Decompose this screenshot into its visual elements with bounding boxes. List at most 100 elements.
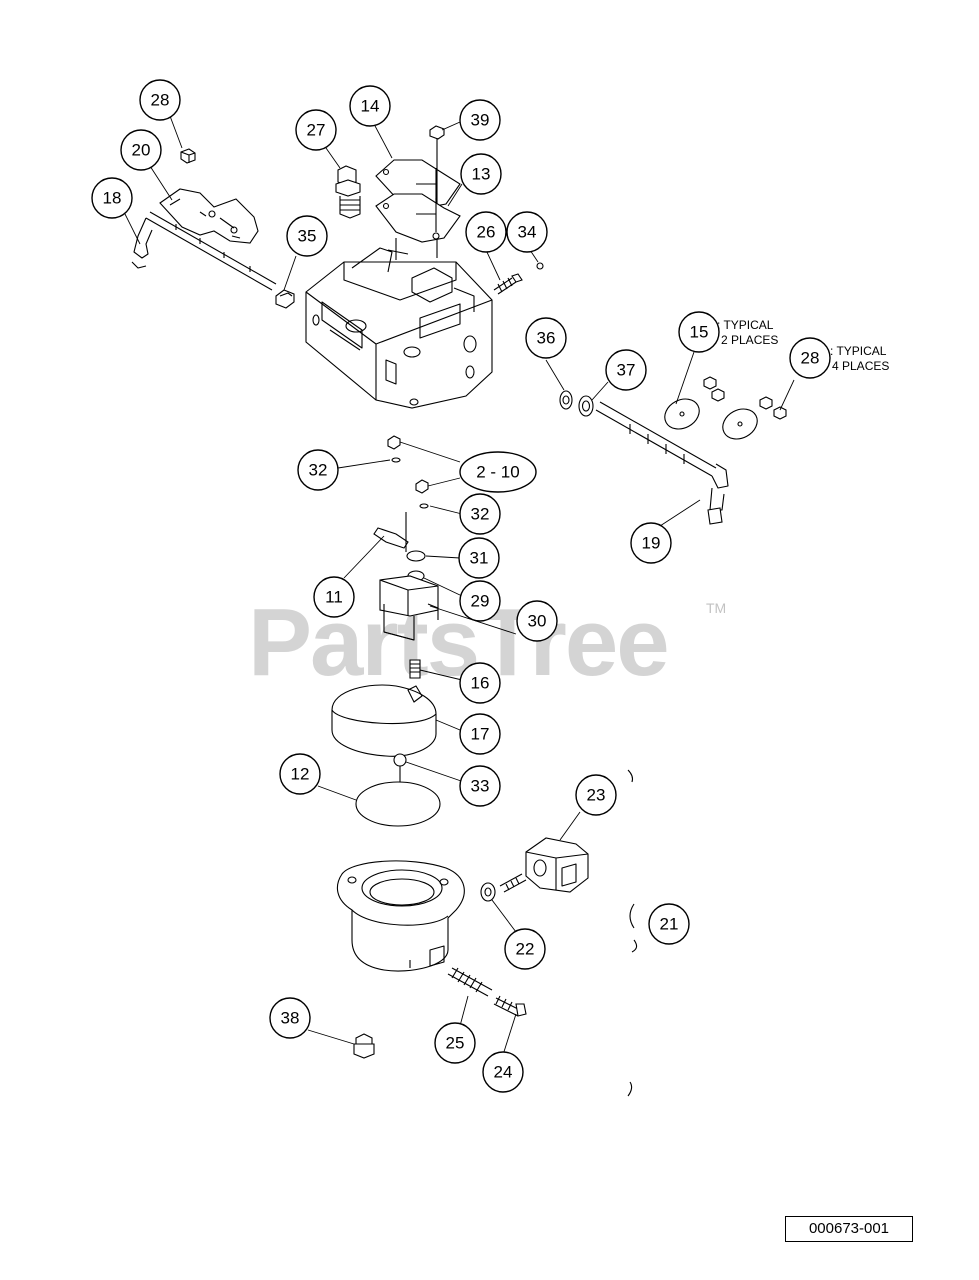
callout-label: 13	[472, 165, 491, 184]
callout-label: 26	[477, 223, 496, 242]
callout-36: 36	[525, 317, 567, 359]
callout-18: 18	[91, 177, 133, 219]
callout-label: 35	[298, 227, 317, 246]
drawing-reference-number: 000673-001	[785, 1216, 913, 1242]
callout-label: 14	[361, 97, 380, 116]
part-seal-37	[578, 395, 594, 417]
callout-21: 21	[648, 903, 690, 945]
part-idle-screw-25	[447, 967, 493, 997]
callout-2-10: 2 - 10	[459, 451, 537, 493]
callout-label: 12	[291, 765, 310, 784]
note-15-line1: : TYPICAL	[717, 318, 774, 332]
part-screw-28-top	[180, 148, 196, 164]
part-bolt-38	[353, 1033, 375, 1059]
callout-label: 38	[281, 1009, 300, 1028]
callout-label: 28	[801, 349, 820, 368]
callout-11: 11	[313, 576, 355, 618]
callout-39: 39	[459, 99, 501, 141]
callout-25: 25	[434, 1022, 476, 1064]
callout-label: 2 - 10	[476, 463, 519, 482]
callout-label: 19	[642, 534, 661, 553]
callout-35: 35	[286, 215, 328, 257]
callout-23: 23	[575, 774, 617, 816]
callout-13: 13	[460, 153, 502, 195]
part-float-bowl-17	[331, 684, 437, 757]
callout-19: 19	[630, 522, 672, 564]
callout-16: 16	[459, 662, 501, 704]
callout-label: 37	[617, 361, 636, 380]
group-bracket-21	[627, 769, 638, 1097]
callout-label: 31	[470, 549, 489, 568]
callout-28-right: 28	[789, 337, 831, 379]
part-needle-31	[406, 550, 426, 562]
part-float-30	[379, 575, 439, 641]
part-washer-36	[559, 390, 573, 410]
callout-label: 16	[471, 674, 490, 693]
callout-14: 14	[349, 85, 391, 127]
callout-label: 15	[690, 323, 709, 342]
callout-38: 38	[269, 997, 311, 1039]
callout-27: 27	[295, 109, 337, 151]
callout-label: 32	[471, 505, 490, 524]
part-gasket-13	[375, 193, 461, 243]
note-15-line2: 2 PLACES	[721, 333, 778, 347]
callout-label: 29	[471, 592, 490, 611]
part-screw-26	[493, 273, 523, 295]
callout-12: 12	[279, 753, 321, 795]
part-choke-shaft-19	[595, 401, 729, 525]
callout-label: 27	[307, 121, 326, 140]
part-throttle-shaft-18	[131, 211, 277, 291]
part-oring-32	[391, 457, 429, 509]
callout-label: 23	[587, 786, 606, 805]
callout-label: 21	[660, 915, 679, 934]
callout-34: 34	[506, 211, 548, 253]
part-float-pin-11	[373, 512, 409, 552]
note-28-line2: 4 PLACES	[832, 359, 889, 373]
part-solenoid-23	[499, 837, 589, 893]
part-fitting-27	[335, 165, 361, 219]
part-throttle-plate-20	[159, 188, 259, 244]
part-jet-16	[409, 659, 421, 679]
part-seal-35	[275, 289, 295, 309]
callout-label: 34	[518, 223, 537, 242]
callout-label: 24	[494, 1063, 513, 1082]
part-gasket-22	[480, 882, 496, 902]
callout-32-right: 32	[459, 493, 501, 535]
callout-24: 24	[482, 1051, 524, 1093]
part-choke-plate-15	[664, 398, 758, 440]
callout-label: 33	[471, 777, 490, 796]
callout-31: 31	[458, 537, 500, 579]
part-adapter-21	[336, 860, 465, 972]
callout-17: 17	[459, 713, 501, 755]
callout-26: 26	[465, 211, 507, 253]
callout-label: 11	[325, 588, 343, 607]
part-washer-34	[536, 262, 544, 270]
callout-37: 37	[605, 349, 647, 391]
callout-label: 17	[471, 725, 490, 744]
callout-label: 18	[103, 189, 122, 208]
callout-30: 30	[516, 600, 558, 642]
callout-32-left: 32	[297, 449, 339, 491]
callout-33: 33	[459, 765, 501, 807]
callout-label: 20	[132, 141, 151, 160]
callout-28-top: 28	[139, 79, 181, 121]
callout-label: 36	[537, 329, 556, 348]
leader-lines	[123, 115, 795, 1059]
note-28-line1: : TYPICAL	[830, 344, 887, 358]
callout-label: 22	[516, 940, 535, 959]
part-screw-24	[493, 995, 527, 1017]
callout-label: 28	[151, 91, 170, 110]
callout-20: 20	[120, 129, 162, 171]
callout-label: 32	[309, 461, 328, 480]
part-carburetor-body	[305, 238, 493, 409]
trademark-mark: TM	[706, 600, 727, 616]
callout-label: 30	[528, 612, 547, 631]
part-kit-2-10	[387, 435, 429, 494]
callout-label: 25	[446, 1034, 465, 1053]
callout-label: 39	[471, 111, 490, 130]
callout-29: 29	[459, 580, 501, 622]
part-screws-28-right	[703, 376, 787, 420]
part-screw-39	[429, 125, 445, 258]
